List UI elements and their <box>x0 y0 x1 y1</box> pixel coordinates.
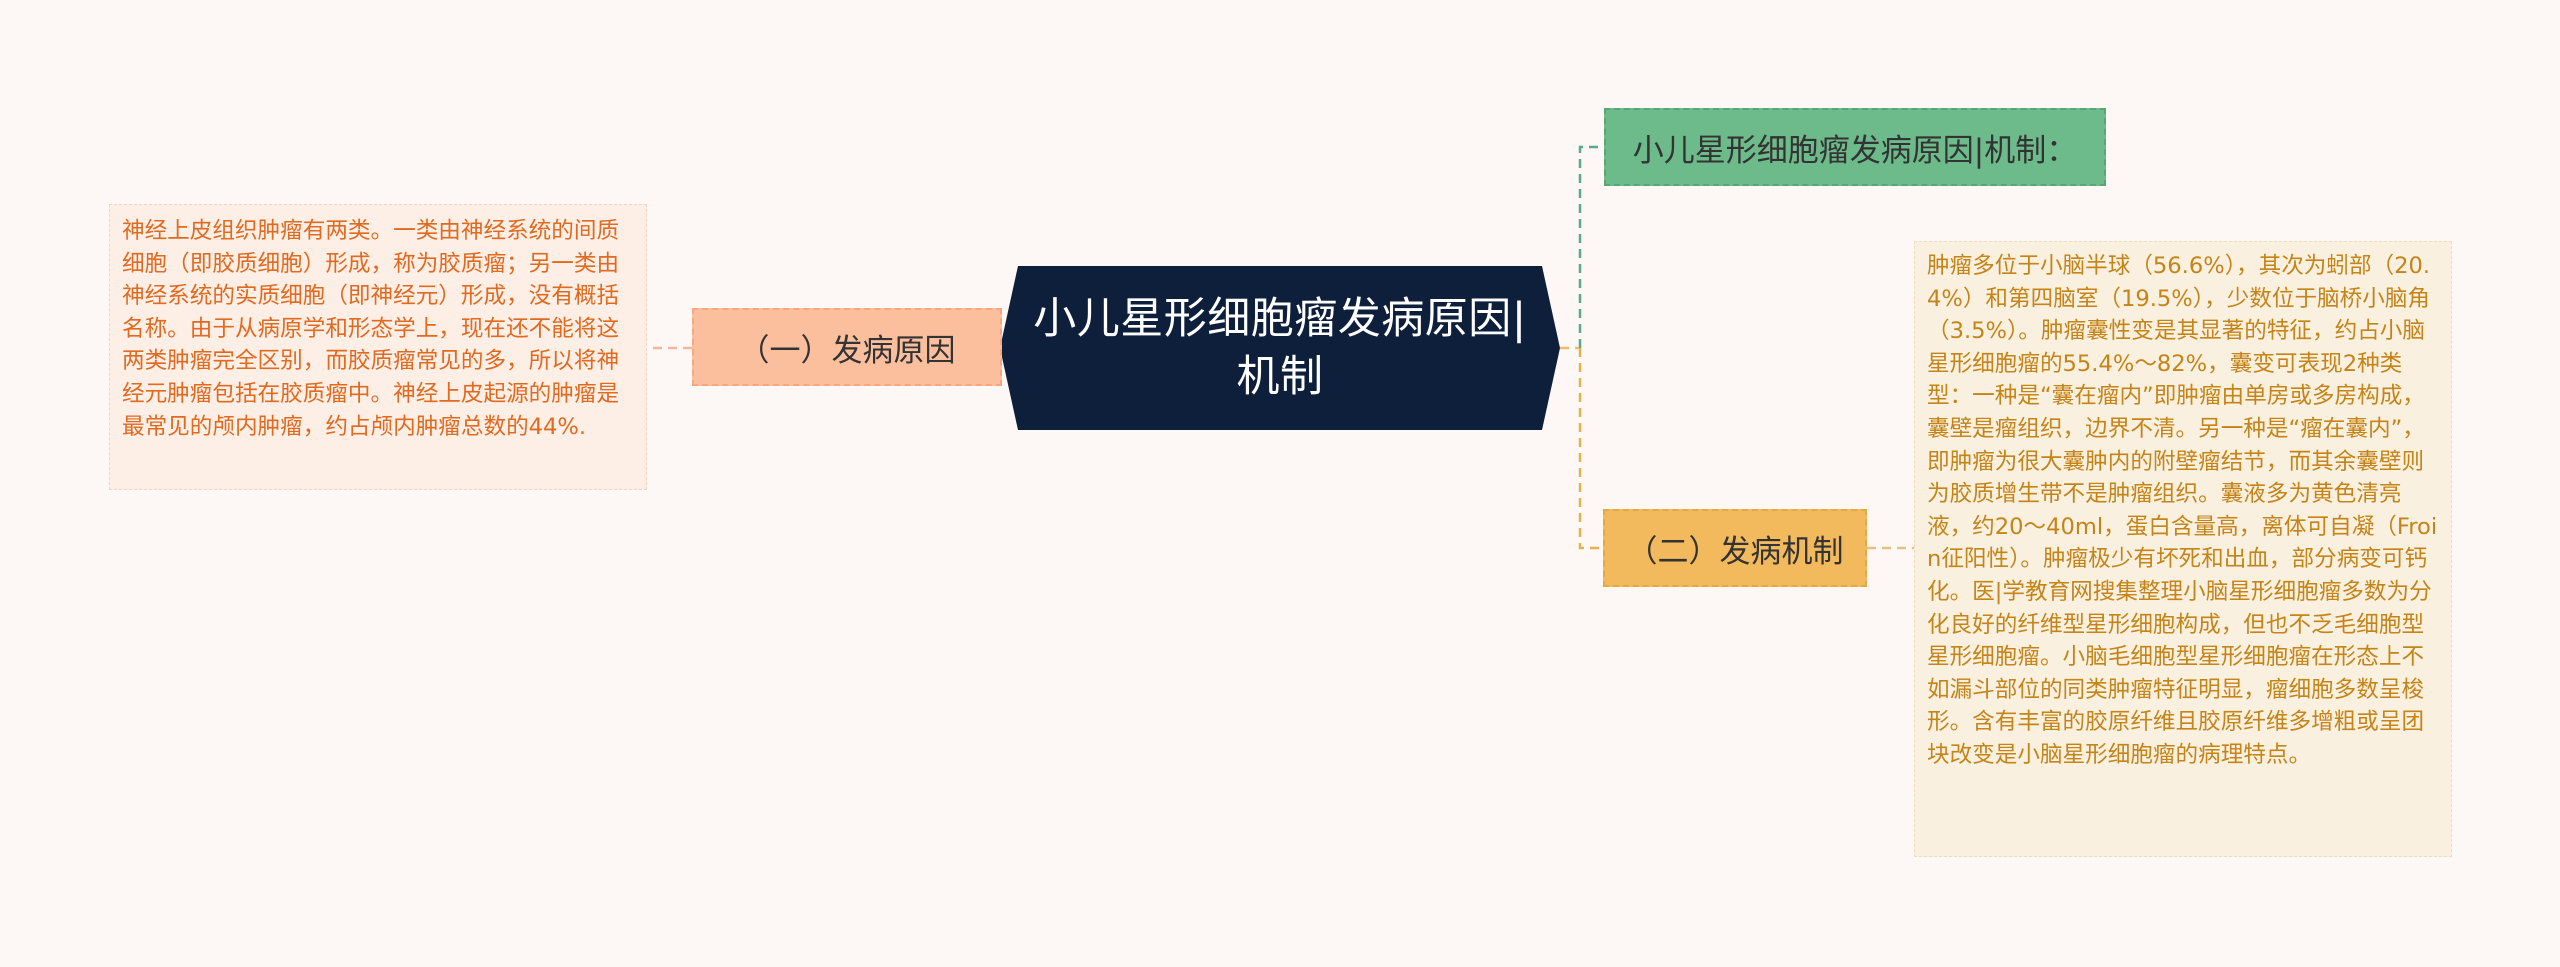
connector-trunk-pathogenesis <box>1578 348 1603 550</box>
branch-mechanism-header-label: 小儿星形细胞瘤发病原因|机制： <box>1632 132 2078 169</box>
root-title: 小儿星形细胞瘤发病原因|机制 <box>1033 294 1527 402</box>
leaf-cause-text: 神经上皮组织肿瘤有两类。一类由神经系统的间质细胞（即胶质细胞）形成，称为胶质瘤；… <box>122 218 620 440</box>
leaf-pathogenesis[interactable]: 肿瘤多位于小脑半球（56.6%），其次为蚓部（20.4%）和第四脑室（19.5%… <box>1914 241 2452 857</box>
branch-mechanism-header[interactable]: 小儿星形细胞瘤发病原因|机制： <box>1604 108 2106 186</box>
connector-trunk-mechanism-header <box>1578 145 1604 348</box>
leaf-pathogenesis-text: 肿瘤多位于小脑半球（56.6%），其次为蚓部（20.4%）和第四脑室（19.5%… <box>1927 253 2438 768</box>
leaf-cause[interactable]: 神经上皮组织肿瘤有两类。一类由神经系统的间质细胞（即胶质细胞）形成，称为胶质瘤；… <box>109 204 647 490</box>
branch-pathogenesis[interactable]: （二）发病机制 <box>1603 509 1867 587</box>
root-node[interactable]: 小儿星形细胞瘤发病原因|机制 <box>1000 266 1560 430</box>
branch-cause-label: （一）发病原因 <box>738 332 956 369</box>
branch-cause[interactable]: （一）发病原因 <box>692 308 1002 386</box>
branch-pathogenesis-label: （二）发病机制 <box>1626 533 1844 570</box>
